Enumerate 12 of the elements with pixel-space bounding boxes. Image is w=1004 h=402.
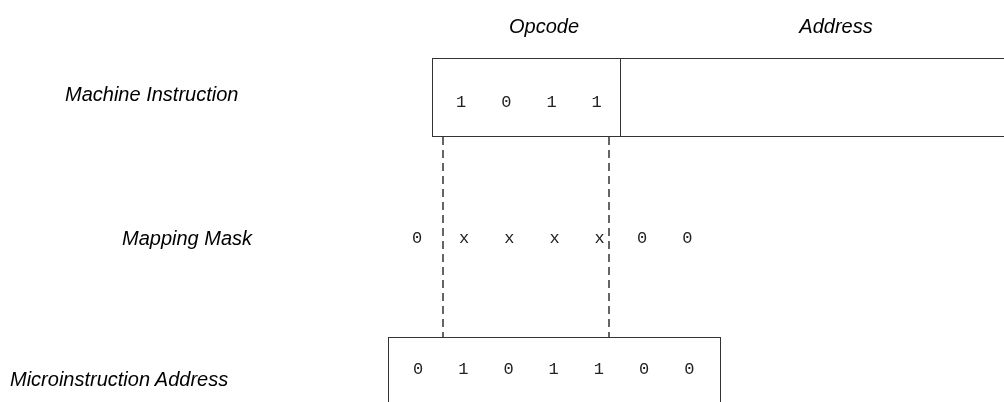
row-label: Mapping Mask (122, 227, 253, 250)
field-heading: Address (799, 15, 873, 38)
mask-bit: 0 (412, 229, 435, 248)
dashed-line (442, 136, 444, 338)
dashed-line (608, 136, 610, 338)
mask-bits: 0 0 (637, 229, 705, 248)
bit-values: 1 0 1 1 (456, 93, 615, 112)
bit-values: 0 1 0 1 1 0 0 (413, 360, 707, 379)
row-label: Machine Instruction (65, 83, 239, 106)
mask-bits: x x x x (459, 229, 618, 248)
field-heading: Opcode (508, 15, 580, 38)
row-label: Microinstruction Address (10, 368, 229, 391)
